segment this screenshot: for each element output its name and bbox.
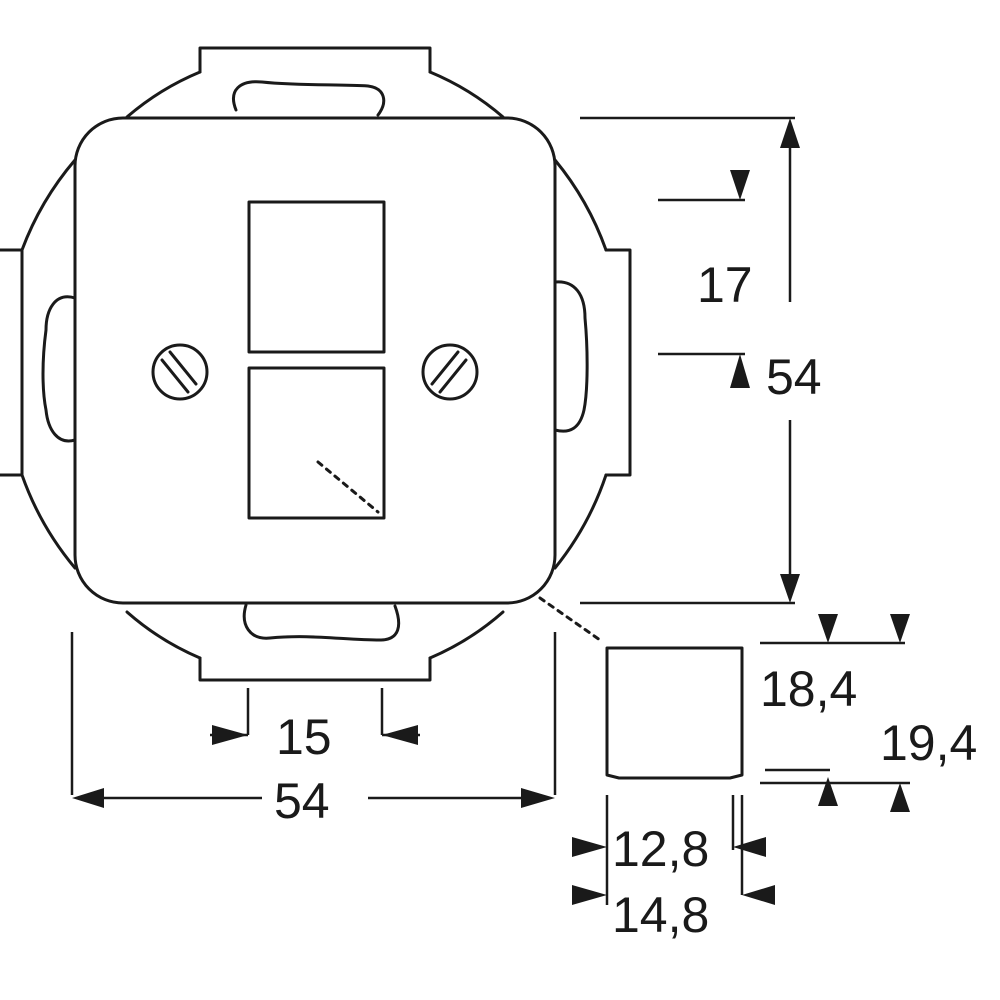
height-offset-label: 17 <box>697 257 753 313</box>
width-total-label: 54 <box>274 773 330 829</box>
dimension-height-offset: 17 <box>658 170 753 388</box>
detail-leader-line <box>316 460 380 514</box>
mounting-frame <box>0 46 632 682</box>
cover-plate <box>73 116 557 605</box>
dimension-height-total: 54 <box>580 116 822 605</box>
module-width-outer-label: 14,8 <box>612 887 709 943</box>
detail-module-leader <box>538 596 602 642</box>
socket-opening-top <box>247 200 386 354</box>
module-height-outer-label: 19,4 <box>880 715 977 771</box>
dimension-width-total: 54 <box>70 632 557 829</box>
screw-left <box>151 343 209 401</box>
dimension-width-tab: 15 <box>210 688 420 765</box>
width-tab-label: 15 <box>276 709 332 765</box>
socket-opening-bottom <box>247 366 386 520</box>
module-width-inner-label: 12,8 <box>612 821 709 877</box>
dimension-module-height: 18,4 19,4 <box>760 614 977 812</box>
module-height-inner-label: 18,4 <box>760 661 857 717</box>
height-total-label: 54 <box>766 349 822 405</box>
screw-right <box>421 343 479 401</box>
dimension-module-width: 12,8 14,8 <box>572 795 775 943</box>
detail-module <box>605 646 744 780</box>
